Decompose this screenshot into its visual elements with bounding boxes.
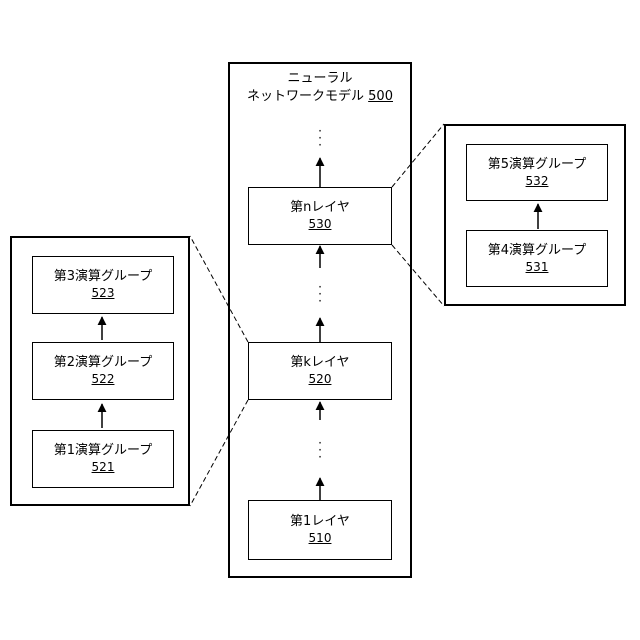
group-521-label: 第1演算グループ: [54, 442, 153, 459]
group-531-box: 第4演算グループ 531: [466, 230, 608, 287]
group-532-label: 第5演算グループ: [488, 156, 587, 173]
group-532-box: 第5演算グループ 532: [466, 144, 608, 201]
network-title-line2-row: ネットワークモデル 500: [228, 88, 412, 106]
network-ref: 500: [368, 89, 393, 104]
layer-first-ref: 510: [309, 530, 332, 547]
dashed-link-n-top: [392, 124, 444, 187]
ellipsis-bottom: ···: [314, 440, 326, 461]
dashed-link-k-bottom: [190, 400, 248, 506]
layer-k-box: 第kレイヤ 520: [248, 342, 392, 400]
layer-first-box: 第1レイヤ 510: [248, 500, 392, 560]
layer-n-ref: 530: [309, 216, 332, 233]
dashed-link-n-bottom: [392, 245, 444, 306]
group-521-box: 第1演算グループ 521: [32, 430, 174, 488]
group-531-ref: 531: [526, 259, 549, 276]
layer-k-ref: 520: [309, 371, 332, 388]
group-521-ref: 521: [92, 459, 115, 476]
network-title-line2: ネットワークモデル: [247, 89, 364, 104]
group-531-label: 第4演算グループ: [488, 242, 587, 259]
group-523-box: 第3演算グループ 523: [32, 256, 174, 314]
ellipsis-top: ···: [314, 128, 326, 149]
layer-n-box: 第nレイヤ 530: [248, 187, 392, 245]
layer-k-label: 第kレイヤ: [290, 354, 349, 371]
group-523-ref: 523: [92, 285, 115, 302]
group-522-ref: 522: [92, 371, 115, 388]
group-523-label: 第3演算グループ: [54, 268, 153, 285]
network-title-line1: ニューラル: [228, 70, 412, 88]
group-522-box: 第2演算グループ 522: [32, 342, 174, 400]
dashed-link-k-top: [190, 236, 248, 342]
group-522-label: 第2演算グループ: [54, 354, 153, 371]
group-532-ref: 532: [526, 173, 549, 190]
network-title: ニューラル ネットワークモデル 500: [228, 70, 412, 106]
layer-first-label: 第1レイヤ: [290, 513, 350, 530]
layer-n-label: 第nレイヤ: [290, 199, 350, 216]
ellipsis-middle: ···: [314, 284, 326, 305]
